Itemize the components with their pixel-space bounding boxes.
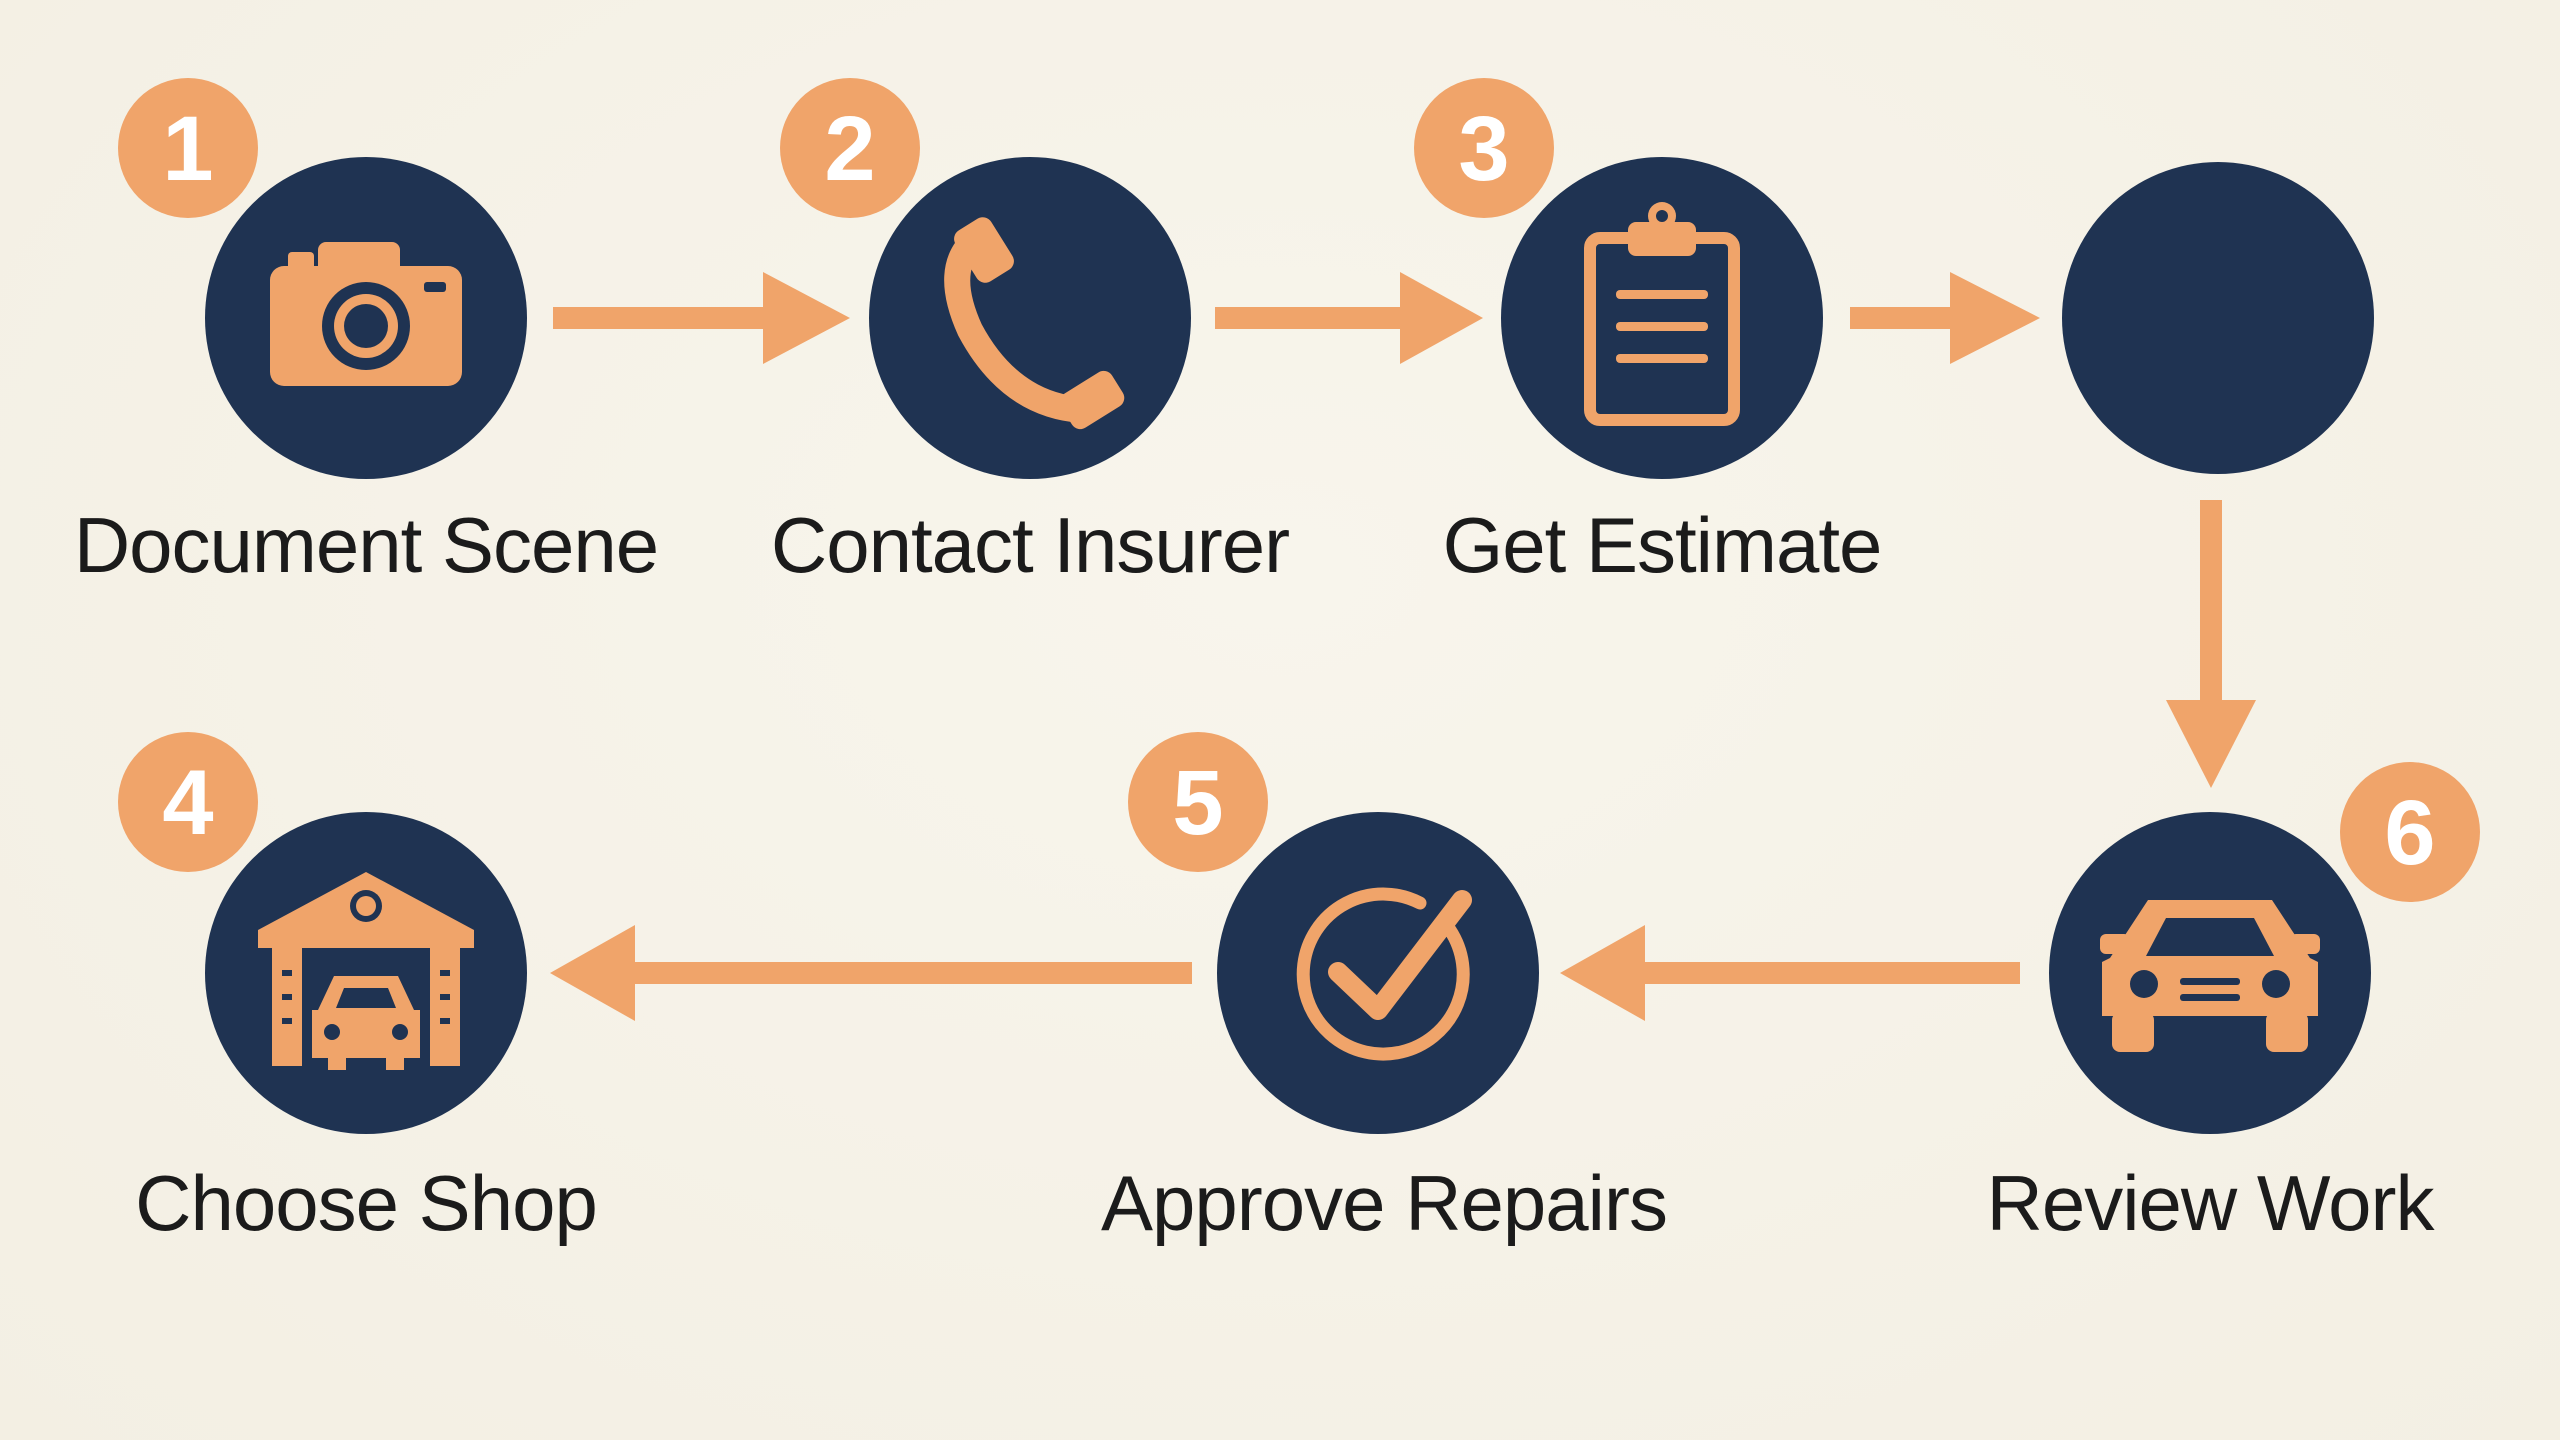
step-number: 4: [162, 752, 213, 854]
arrow-step1-to-step2: [553, 272, 850, 364]
step-number-badge: [2340, 762, 2480, 902]
step-number: 2: [824, 98, 875, 200]
step-choose-shop: 4 Choose Shop: [118, 732, 598, 1247]
step-label: Choose Shop: [135, 1159, 597, 1247]
camera-icon: [270, 242, 462, 386]
step-label: Document Scene: [74, 501, 658, 589]
arrow-step2-to-step3: [1215, 272, 1483, 364]
step-blank: [2062, 162, 2374, 474]
arrow-step6-to-step5: [1560, 925, 2020, 1021]
garage-icon: [258, 872, 474, 1070]
clipboard-icon: [1584, 202, 1740, 426]
step-circle: [205, 812, 527, 1134]
step-circle: [869, 157, 1191, 479]
step-contact-insurer: 2 Contact Insurer: [771, 78, 1290, 589]
arrow-blank-to-step6: [2166, 500, 2256, 788]
step-review-work: 6 Review Work: [1987, 762, 2480, 1247]
step-number-badge: [780, 78, 920, 218]
step-label: Contact Insurer: [771, 501, 1289, 589]
step-get-estimate: 3 Get Estimate: [1414, 78, 1882, 589]
checkmark-icon: [1296, 887, 1472, 1061]
step-circle: [2062, 162, 2374, 474]
arrow-step5-to-step4: [550, 925, 1192, 1021]
step-label: Review Work: [1987, 1159, 2436, 1247]
step-number: 5: [1172, 752, 1223, 854]
arrow-step3-to-blank: [1850, 272, 2040, 364]
step-circle: [1217, 812, 1539, 1134]
step-approve-repairs: 5 Approve Repairs: [1101, 732, 1668, 1247]
step-number: 3: [1458, 98, 1509, 200]
step-number-badge: [118, 78, 258, 218]
step-number: 1: [162, 98, 213, 200]
step-label: Get Estimate: [1443, 501, 1882, 589]
step-number-badge: [118, 732, 258, 872]
step-label: Approve Repairs: [1101, 1159, 1667, 1247]
step-number-badge: [1414, 78, 1554, 218]
connector-arrows: [550, 272, 2256, 1021]
step-number-badge: [1128, 732, 1268, 872]
step-document-scene: 1 Document Scene: [74, 78, 659, 589]
step-circle: [1501, 157, 1823, 479]
phone-icon: [944, 217, 1125, 430]
car-icon: [2100, 900, 2320, 1052]
step-number: 6: [2384, 782, 2435, 884]
